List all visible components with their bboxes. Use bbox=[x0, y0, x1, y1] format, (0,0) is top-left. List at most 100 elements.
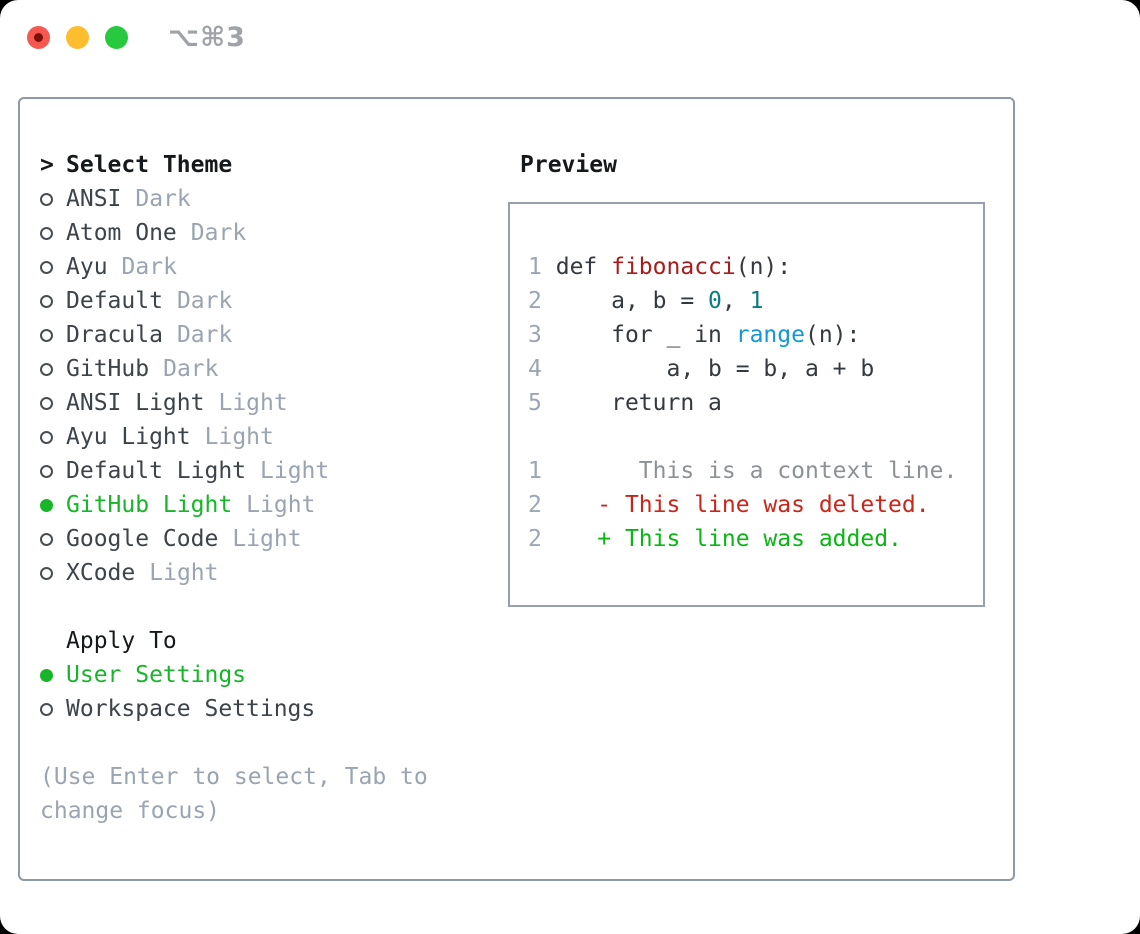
code-token: def bbox=[555, 254, 612, 280]
theme-option[interactable]: Default Dark bbox=[40, 284, 484, 318]
code-token: This is a context line. bbox=[555, 458, 958, 484]
apply-to-option-label: Workspace Settings bbox=[66, 696, 316, 722]
code-token: (n): bbox=[804, 322, 861, 348]
radio-icon bbox=[40, 668, 53, 682]
radio-icon bbox=[40, 260, 53, 274]
code-token: - This line was deleted. bbox=[555, 492, 930, 518]
theme-option[interactable]: XCode Light bbox=[40, 556, 484, 590]
theme-option-name: Ayu bbox=[66, 254, 108, 280]
theme-option-name: Default Light bbox=[66, 458, 247, 484]
theme-option-name: ANSI bbox=[66, 186, 122, 212]
radio-icon bbox=[40, 702, 53, 716]
theme-option-variant: Light bbox=[246, 492, 316, 518]
apply-to-option[interactable]: Workspace Settings bbox=[40, 692, 484, 726]
preview-title: Preview bbox=[520, 152, 617, 178]
apply-to-option[interactable]: User Settings bbox=[40, 658, 484, 692]
theme-option-name: Google Code bbox=[66, 526, 219, 552]
theme-option-variant: Dark bbox=[190, 220, 247, 246]
select-theme-header: > Select Theme bbox=[40, 148, 484, 182]
code-token: + This line was added. bbox=[555, 526, 902, 552]
line-number: 5 bbox=[528, 390, 542, 416]
code-line: 2 a, b = 0, 1 bbox=[528, 284, 983, 318]
line-number: 2 bbox=[528, 526, 542, 552]
code-line: 3 for _ in range(n): bbox=[528, 318, 983, 352]
code-token: for _ in bbox=[555, 322, 736, 348]
line-number: 1 bbox=[528, 458, 542, 484]
code-token: a, b = b, a + b bbox=[555, 356, 875, 382]
radio-icon bbox=[40, 430, 53, 444]
traffic-lights bbox=[27, 25, 128, 49]
code-token: 1 bbox=[749, 288, 764, 314]
radio-icon bbox=[40, 464, 53, 478]
radio-icon bbox=[40, 532, 53, 546]
prompt-icon: > bbox=[40, 152, 54, 178]
code-token: range bbox=[735, 322, 805, 348]
line-number: 1 bbox=[528, 254, 542, 280]
titlebar: ⌥⌘3 bbox=[27, 22, 246, 53]
theme-option-variant: Light bbox=[232, 526, 302, 552]
code-line: 5 return a bbox=[528, 386, 983, 420]
code-line: 4 a, b = b, a + b bbox=[528, 352, 983, 386]
radio-icon bbox=[40, 362, 53, 376]
code-line: 2 + This line was added. bbox=[528, 522, 983, 556]
select-theme-title: Select Theme bbox=[66, 152, 233, 178]
code-line bbox=[528, 420, 983, 454]
theme-option[interactable]: Ayu Light Light bbox=[40, 420, 484, 454]
radio-icon bbox=[40, 328, 53, 342]
line-number: 2 bbox=[528, 288, 542, 314]
theme-option-name: Default bbox=[66, 288, 163, 314]
preview-panel: Preview 1 def fibonacci(n):2 a, b = 0, 1… bbox=[500, 148, 985, 607]
theme-option-name: GitHub Light bbox=[66, 492, 233, 518]
radio-icon bbox=[40, 566, 53, 580]
code-line: 1 def fibonacci(n): bbox=[528, 250, 983, 284]
spacer bbox=[40, 726, 484, 760]
theme-option-variant: Light bbox=[260, 458, 330, 484]
theme-option-variant: Dark bbox=[135, 186, 191, 212]
theme-option[interactable]: Google Code Light bbox=[40, 522, 484, 556]
theme-option-variant: Light bbox=[204, 424, 274, 450]
theme-option-variant: Light bbox=[149, 560, 219, 586]
theme-option-name: GitHub bbox=[66, 356, 150, 382]
theme-option-variant: Dark bbox=[176, 288, 233, 314]
radio-icon bbox=[40, 192, 53, 206]
theme-option-name: Dracula bbox=[66, 322, 163, 348]
line-number: 4 bbox=[528, 356, 542, 382]
code-token: a, b = bbox=[555, 288, 709, 314]
theme-option[interactable]: GitHub Light Light bbox=[40, 488, 484, 522]
spacer bbox=[40, 590, 484, 624]
zoom-button[interactable] bbox=[105, 25, 128, 49]
theme-option-name: Ayu Light bbox=[66, 424, 191, 450]
code-token: return a bbox=[555, 390, 722, 416]
theme-option[interactable]: Ayu Dark bbox=[40, 250, 484, 284]
radio-icon bbox=[40, 396, 53, 410]
code-token: , bbox=[721, 288, 750, 314]
theme-option[interactable]: Default Light Light bbox=[40, 454, 484, 488]
theme-option-name: XCode bbox=[66, 560, 136, 586]
theme-option-variant: Dark bbox=[121, 254, 177, 280]
line-number: 3 bbox=[528, 322, 542, 348]
code-line: 1 This is a context line. bbox=[528, 454, 983, 488]
minimize-button[interactable] bbox=[66, 25, 89, 49]
code-token: (n): bbox=[735, 254, 792, 280]
line-number: 2 bbox=[528, 492, 542, 518]
radio-icon bbox=[40, 294, 53, 308]
theme-option[interactable]: Atom One Dark bbox=[40, 216, 484, 250]
close-button[interactable] bbox=[27, 25, 50, 49]
hint-text: (Use Enter to select, Tab to change focu… bbox=[40, 764, 428, 824]
close-dot-icon bbox=[34, 32, 43, 42]
theme-option-name: Atom One bbox=[66, 220, 177, 246]
apply-to-header: Apply To bbox=[40, 624, 484, 658]
theme-option-variant: Light bbox=[218, 390, 288, 416]
theme-option[interactable]: ANSI Dark bbox=[40, 182, 484, 216]
code-token: fibonacci bbox=[611, 254, 736, 280]
